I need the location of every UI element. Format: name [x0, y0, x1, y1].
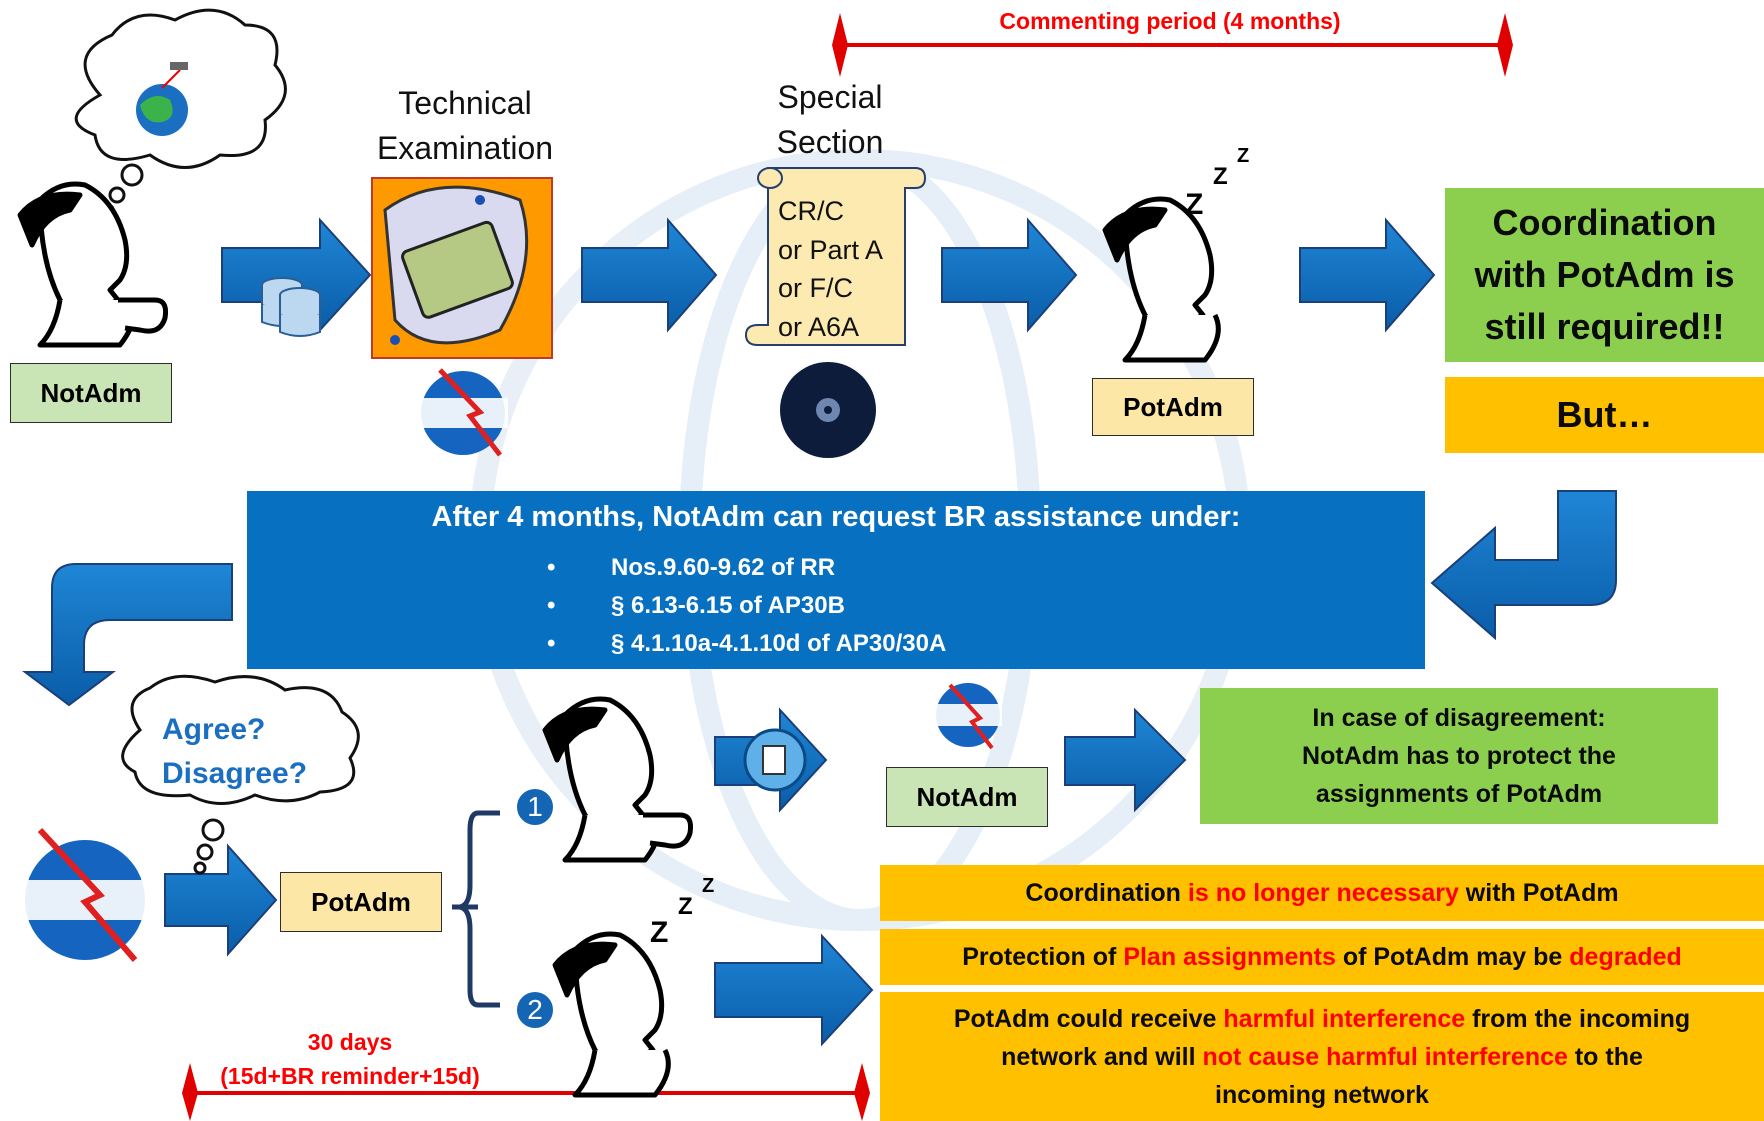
scroll-item: or F/C: [778, 273, 854, 303]
itu-logo-icon-large: [22, 827, 148, 962]
br-assistance-item: § 4.1.10a-4.1.10d of AP30/30A: [547, 625, 946, 663]
zzz-label: Z: [1185, 188, 1204, 221]
calculator-clipart-icon: [371, 177, 553, 359]
outcome-highlight: is no longer necessary: [1187, 879, 1459, 907]
zzz-label: Z: [678, 893, 693, 920]
commenting-period-label: Commenting period (4 months): [999, 8, 1341, 34]
document-icon: [743, 728, 807, 792]
deadline-detail: (15d+BR reminder+15d): [220, 1063, 480, 1089]
outcome-text: Coordination: [1025, 879, 1188, 907]
outcome-text: Protection of: [962, 943, 1124, 971]
deadline-days: 30 days: [307, 1029, 393, 1055]
agree-text: Agree?: [162, 713, 266, 746]
br-assistance-item: Nos.9.60-9.62 of RR: [547, 549, 946, 587]
arrow-itu-to-disagreement: [1064, 707, 1187, 813]
responding-person-figure: [542, 696, 693, 863]
step-1-number: 1: [527, 791, 543, 822]
database-icon: [261, 277, 321, 337]
commenting-period-arrow: [832, 13, 1513, 77]
satellite-globe-icon: [136, 62, 188, 136]
disagreement-box: In case of disagreement: NotAdm has to p…: [1200, 688, 1718, 824]
scroll-item: or A6A: [778, 311, 860, 342]
non-responding-person-figure: [552, 931, 671, 1098]
zzz-label: Z: [1237, 145, 1250, 167]
scroll-item: or Part A: [778, 234, 884, 265]
step-2-number: 2: [527, 994, 543, 1025]
br-assistance-list: Nos.9.60-9.62 of RR § 6.13-6.15 of AP30B…: [547, 549, 946, 663]
outcome-text: from the incoming: [1465, 1004, 1691, 1033]
itu-logo-icon: [418, 368, 508, 457]
but-box: But…: [1445, 377, 1764, 453]
agree-disagree-text: Agree? Disagree?: [162, 708, 307, 796]
outcome-text: incoming network: [1215, 1080, 1429, 1109]
outcome-highlight: Plan assignments: [1123, 943, 1336, 971]
caption-line: Special: [777, 79, 883, 115]
outcome-highlight: degraded: [1569, 943, 1682, 971]
thought-cloud-agree: [121, 674, 360, 875]
outcome-highlight: harmful interference: [1223, 1004, 1466, 1033]
disagree-text: Disagree?: [162, 757, 308, 790]
caption-line: Examination: [376, 130, 554, 166]
outcome-protection-degraded: Protection of Plan assignments of PotAdm…: [880, 929, 1764, 985]
dvd-icon: [780, 362, 876, 458]
arrow-itu-to-potadm: [164, 843, 278, 957]
outcome-harmful-interference: PotAdm could receive harmful interferenc…: [880, 992, 1764, 1121]
arrow-potadm-to-coordination: [1299, 217, 1436, 333]
branch-bracket: [452, 810, 500, 1008]
coordination-required-box: Coordination with PotAdm is still requir…: [1445, 188, 1764, 362]
coordination-line: Coordination: [1492, 202, 1717, 243]
br-assistance-box: After 4 months, NotAdm can request BR as…: [247, 491, 1425, 669]
special-section-caption: Special Section: [740, 75, 920, 165]
arrow-step2-to-outcomes: [714, 933, 874, 1047]
outcome-text: network and will: [1001, 1042, 1203, 1071]
potadm-person-figure-sleeping: [1102, 196, 1221, 363]
outcome-no-coordination: Coordination is no longer necessary with…: [880, 865, 1764, 921]
step-2-marker: [515, 990, 555, 1030]
zzz-label: Z: [1213, 163, 1228, 190]
scroll-item: CR/C: [778, 196, 844, 226]
special-section-scroll: [744, 167, 927, 346]
caption-line: Technical: [398, 85, 532, 121]
br-assistance-item: § 6.13-6.15 of AP30B: [547, 587, 946, 625]
notadm-label-bottom: NotAdm: [886, 767, 1048, 827]
technical-examination-caption: Technical Examination: [365, 81, 565, 171]
thirty-days-arrow: [182, 1063, 870, 1121]
arrow-special-to-potadm: [941, 217, 1078, 333]
arrow-notadm-to-exam: [221, 217, 372, 333]
coordination-line: still required!!: [1484, 306, 1725, 347]
curved-arrow-right: [1430, 490, 1617, 641]
disagreement-line: assignments of PotAdm: [1315, 780, 1603, 808]
disagreement-line: In case of disagreement:: [1312, 704, 1606, 732]
coordination-line: with PotAdm is: [1474, 254, 1735, 295]
itu-logo-icon-small: [934, 683, 1002, 750]
special-section-items: CR/C or Part A or F/C or A6A: [778, 192, 883, 346]
outcome-text: of PotAdm may be: [1335, 943, 1570, 971]
deadline-label: 30 days (15d+BR reminder+15d): [200, 1025, 500, 1093]
caption-line: Section: [776, 124, 884, 160]
step-1-marker: [515, 787, 555, 827]
outcome-text: with PotAdm: [1458, 879, 1619, 907]
notadm-label-top: NotAdm: [10, 363, 172, 423]
outcome-highlight: not cause harmful interference: [1202, 1042, 1568, 1071]
zzz-label: Z: [702, 875, 715, 897]
curved-arrow-left: [22, 563, 233, 707]
arrow-exam-to-special: [581, 217, 718, 333]
disagreement-line: NotAdm has to protect the: [1302, 742, 1616, 770]
br-assistance-title: After 4 months, NotAdm can request BR as…: [431, 501, 1241, 533]
notadm-person-figure: [17, 181, 168, 348]
outcome-text: to the: [1567, 1042, 1643, 1071]
potadm-label-top: PotAdm: [1092, 378, 1254, 436]
potadm-label-bottom: PotAdm: [280, 872, 442, 932]
outcome-text: PotAdm could receive: [953, 1004, 1224, 1033]
zzz-label: Z: [650, 916, 669, 949]
